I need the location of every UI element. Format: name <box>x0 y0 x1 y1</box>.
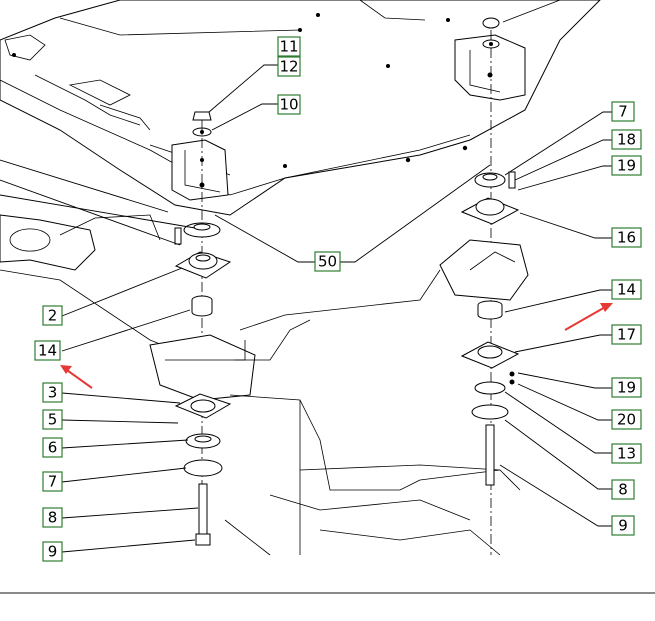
svg-text:20: 20 <box>617 411 636 429</box>
leader-lines <box>0 64 612 553</box>
left-lower-mount <box>174 393 232 546</box>
callout-19-lower: 19 <box>611 377 642 398</box>
callout-14-right: 14 <box>611 279 642 300</box>
callout-8-right: 8 <box>611 479 635 500</box>
left-top-hardware <box>192 111 212 137</box>
svg-text:50: 50 <box>318 253 337 271</box>
svg-text:5: 5 <box>48 411 58 429</box>
callout-7-right: 7 <box>611 101 635 122</box>
callout-6: 6 <box>42 437 63 458</box>
callout-13: 13 <box>611 443 642 464</box>
callout-11: 11 <box>277 36 301 57</box>
svg-text:14: 14 <box>617 281 636 299</box>
bottom-divider <box>0 592 655 594</box>
svg-text:14: 14 <box>38 342 57 360</box>
callout-16: 16 <box>611 227 642 248</box>
callout-8-left: 8 <box>42 507 63 528</box>
right-frame <box>224 239 529 556</box>
svg-text:9: 9 <box>618 517 628 535</box>
svg-text:19: 19 <box>617 157 636 175</box>
callout-17: 17 <box>611 324 642 345</box>
red-arrow-right <box>564 303 613 331</box>
callout-20: 20 <box>611 409 642 430</box>
red-arrow-left <box>60 365 93 389</box>
callout-19-upper: 19 <box>611 155 642 176</box>
svg-text:13: 13 <box>617 445 636 463</box>
svg-text:6: 6 <box>48 439 58 457</box>
svg-text:11: 11 <box>279 38 298 56</box>
svg-text:16: 16 <box>617 229 636 247</box>
svg-text:8: 8 <box>618 481 628 499</box>
callout-14-left: 14 <box>34 340 61 361</box>
svg-text:18: 18 <box>617 131 636 149</box>
svg-text:19: 19 <box>617 379 636 397</box>
left-frame <box>0 214 441 401</box>
callout-9-left: 9 <box>42 541 63 562</box>
callout-5: 5 <box>42 409 63 430</box>
callout-7-left: 7 <box>42 471 63 492</box>
svg-text:10: 10 <box>279 96 298 114</box>
svg-text:12: 12 <box>279 58 298 76</box>
right-deck-bracket <box>454 34 526 101</box>
svg-text:7: 7 <box>618 103 628 121</box>
callout-50: 50 <box>314 251 341 272</box>
svg-text:2: 2 <box>48 307 58 325</box>
svg-text:7: 7 <box>48 473 58 491</box>
callout-12: 12 <box>277 56 301 77</box>
callout-2: 2 <box>42 305 63 326</box>
svg-text:8: 8 <box>48 509 58 527</box>
callout-10: 10 <box>277 94 301 115</box>
callout-3: 3 <box>42 382 63 403</box>
callout-9-right: 9 <box>611 515 635 536</box>
svg-text:9: 9 <box>48 543 58 561</box>
right-mount-stack <box>460 171 520 486</box>
svg-text:3: 3 <box>48 384 58 402</box>
left-upper-mount <box>174 222 232 317</box>
svg-text:17: 17 <box>617 326 636 344</box>
left-deck-bracket <box>171 139 229 201</box>
callout-18: 18 <box>611 129 642 150</box>
